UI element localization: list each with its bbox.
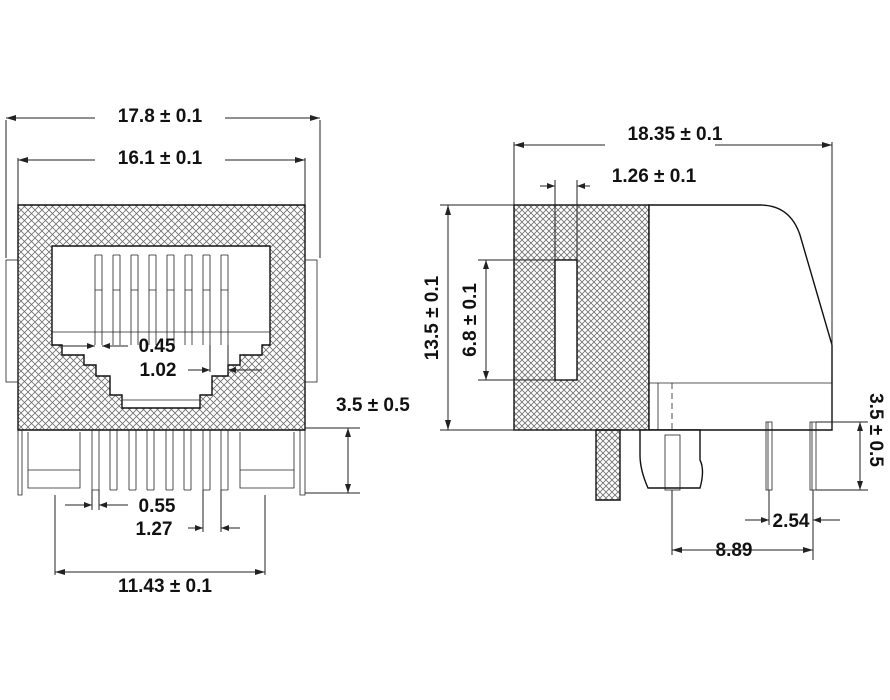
label-pin-width: 0.55 [139,496,176,517]
front-shield-legs [17,430,306,496]
label-front-pin-height: 3.5 ± 0.5 [336,395,410,416]
label-inner-width: 16.1 ± 0.1 [118,148,203,169]
dim-pin-pitch: 1.27 [136,490,240,540]
label-body-height: 13.5 ± 0.1 [422,275,443,360]
side-post [595,429,621,501]
dim-contact-pitch: 1.02 [140,345,262,381]
side-board-lock [639,429,704,489]
side-slot [554,259,578,381]
dim-body-height: 13.5 ± 0.1 [422,204,514,431]
dim-pin-offset: 8.89 [671,490,813,561]
dim-pin-span: 11.43 ± 0.1 [54,495,266,597]
dim-front-pin-height: 3.5 ± 0.5 [305,395,410,494]
label-pin-span: 11.43 ± 0.1 [118,576,212,597]
side-body-hatched [513,204,650,431]
front-contacts [94,254,229,345]
label-contact-pitch: 1.02 [140,360,177,381]
side-pin-1 [765,421,773,491]
label-pin-pitch: 1.27 [136,519,173,540]
label-overall-width: 17.8 ± 0.1 [118,106,203,127]
dim-inner-width: 16.1 ± 0.1 [17,148,306,205]
label-slot-height: 6.8 ± 0.1 [460,283,481,357]
label-contact-width: 0.45 [139,336,176,357]
dim-pin-width: 0.55 [65,490,176,517]
label-pin-offset: 8.89 [716,540,753,561]
label-slot-width: 1.26 ± 0.1 [612,166,697,187]
dim-slot-width: 1.26 ± 0.1 [540,166,697,260]
front-view: 17.8 ± 0.1 16.1 ± 0.1 0.45 1.02 3.5 ± 0 [5,106,410,597]
dim-side-pin-pitch: 2.54 [745,490,840,560]
side-pin-2 [809,421,817,491]
side-view: 18.35 ± 0.1 1.26 ± 0.1 13.5 ± 0.1 6.8 ± … [422,124,886,561]
dim-overall-depth: 18.35 ± 0.1 [513,124,833,345]
front-pins [91,430,229,491]
label-side-pin-height: 3.5 ± 0.5 [865,393,886,467]
front-left-tab [5,259,19,383]
label-side-pin-pitch: 2.54 [773,511,810,532]
dim-side-pin-height: 3.5 ± 0.5 [816,393,886,491]
front-housing [17,204,306,431]
side-body-rear [648,204,833,431]
label-overall-depth: 18.35 ± 0.1 [628,124,723,145]
dim-overall-width: 17.8 ± 0.1 [5,106,321,258]
dim-contact-width: 0.45 [60,336,176,357]
dim-slot-height: 6.8 ± 0.1 [460,259,555,381]
front-right-tab [304,259,318,383]
